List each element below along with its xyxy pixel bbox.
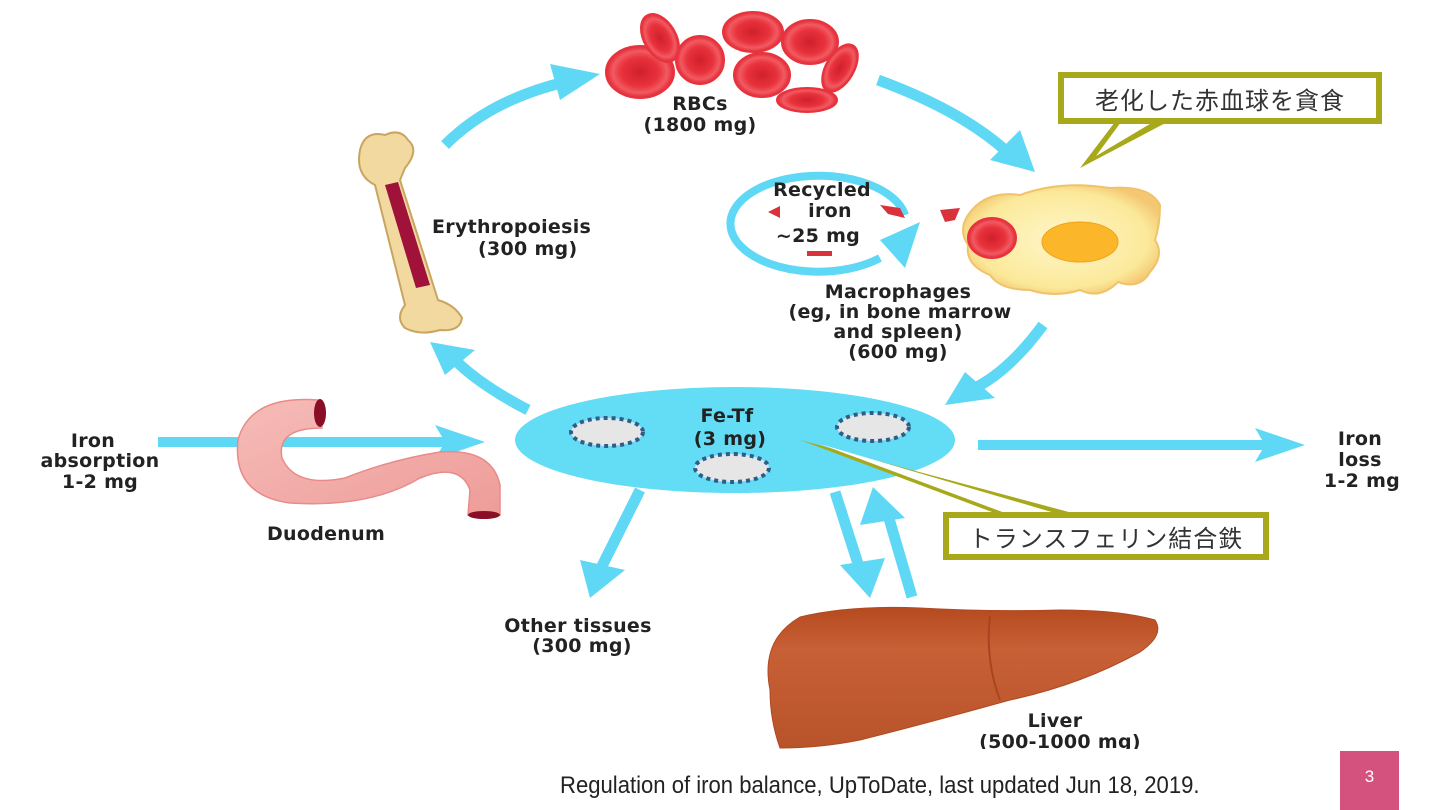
macrophages-line2: (eg, in bone marrow (788, 301, 1011, 323)
iron-fragment (880, 205, 905, 218)
rbc-cluster-illustration: RBCs (1800 mg) (605, 11, 859, 136)
citation: Regulation of iron balance, UpToDate, la… (560, 772, 1200, 799)
arrow-fetf-to-other-tissues (595, 487, 645, 573)
engulfed-rbc (967, 217, 1017, 259)
iron-fragment (768, 206, 780, 218)
duodenum-label: Duodenum (267, 523, 385, 545)
transferrin-molecule (835, 411, 911, 443)
callout-transferrin-pointer (800, 440, 1080, 515)
rbc-cell (675, 35, 725, 85)
cycle-arrows (158, 64, 1305, 599)
macrophages-line1: Macrophages (825, 281, 971, 303)
iron-absorption-line3: 1-2 mg (62, 471, 138, 493)
recycled-iron-line1: Recycled (773, 179, 871, 201)
iron-absorption-line2: absorption (41, 450, 160, 472)
liver-illustration (767, 606, 1159, 749)
arrow-macrophage-to-fetf-head (945, 372, 995, 405)
callout-transferrin: トランスフェリン結合鉄 (943, 512, 1269, 560)
arrow-fetf-to-erythropoiesis (451, 356, 531, 415)
rbc-cell (776, 87, 838, 113)
arrow-erythropoiesis-to-rbcs (441, 76, 567, 149)
arrow-erythropoiesis-to-rbcs-head (550, 64, 600, 100)
arrow-fetf-to-liver-head (840, 558, 885, 598)
arrow-liver-to-fetf-head (860, 487, 905, 525)
liver-label-clip (760, 749, 1200, 769)
rbc-cell (640, 13, 680, 63)
duodenum-opening (468, 511, 500, 519)
recycled-iron-group: Recycled iron ~25 mg (768, 179, 960, 256)
arrow-fetf-to-other-tissues-head (580, 560, 625, 598)
callout-transferrin-text: トランスフェリン結合鉄 (968, 524, 1244, 553)
arrow-liver-to-fetf (882, 513, 918, 599)
macrophage-nucleus (1041, 221, 1119, 263)
liver-lobe-divider (987, 615, 1001, 701)
callout-phagocytosis-text: 老化した赤血球を貪食 (1095, 86, 1345, 115)
duodenum-illustration (236, 398, 501, 519)
callout-phagocytosis: 老化した赤血球を貪食 (1058, 72, 1382, 124)
arrow-rbcs-to-macrophage (876, 74, 1009, 155)
arrow-macrophage-to-fetf (972, 321, 1048, 393)
iron-fragment (807, 251, 832, 256)
arrow-fetf-to-erythropoiesis-head (430, 342, 475, 375)
other-tissues-amount: (300 mg) (532, 635, 631, 657)
iron-loss-line3: 1-2 mg (1324, 470, 1400, 492)
macrophage-illustration (962, 184, 1162, 295)
macrophages-line3: and spleen) (833, 321, 962, 343)
rbcs-amount: (1800 mg) (644, 114, 757, 136)
callout-phagocytosis-pointer (1080, 118, 1175, 168)
transferrin-molecule (693, 452, 771, 484)
iron-fragment (940, 208, 960, 222)
recycled-iron-loop (726, 171, 909, 276)
page-number-badge: 3 (1340, 751, 1399, 810)
arrow-absorption-shaft (158, 437, 448, 447)
rbc-cell (722, 11, 784, 53)
rbc-cell (733, 52, 791, 98)
iron-loss-line1: Iron (1338, 428, 1382, 450)
transferrin-molecule (569, 416, 645, 448)
arrow-absorption-head (435, 425, 485, 459)
erythropoiesis-label: Erythropoiesis (432, 216, 591, 238)
arrow-loss-head (1255, 428, 1305, 462)
iron-loss-line2: loss (1338, 449, 1381, 471)
fe-tf-amount: (3 mg) (694, 428, 766, 450)
arrow-fetf-to-liver (829, 490, 866, 572)
recycled-iron-line2: iron (808, 200, 852, 222)
liver-label: Liver (1028, 710, 1083, 732)
iron-absorption-line1: Iron (71, 430, 115, 452)
erythropoiesis-amount: (300 mg) (478, 238, 577, 260)
other-tissues-label: Other tissues (504, 615, 651, 637)
duodenum-opening (314, 399, 326, 427)
fe-tf-pool: Fe-Tf (3 mg) (515, 387, 955, 493)
rbcs-label: RBCs (672, 93, 728, 115)
recycled-iron-loop-head (880, 222, 920, 268)
rbc-cell (781, 19, 839, 65)
bone-illustration (358, 131, 464, 334)
macrophages-line4: (600 mg) (848, 341, 947, 363)
recycled-iron-line3: ~25 mg (776, 225, 860, 247)
arrow-rbcs-to-macrophage-head (990, 130, 1035, 172)
fe-tf-label: Fe-Tf (701, 405, 754, 427)
arrow-loss-shaft (978, 440, 1278, 450)
bone-marrow (385, 182, 430, 288)
liver-amount: (500-1000 mg) (979, 731, 1141, 753)
